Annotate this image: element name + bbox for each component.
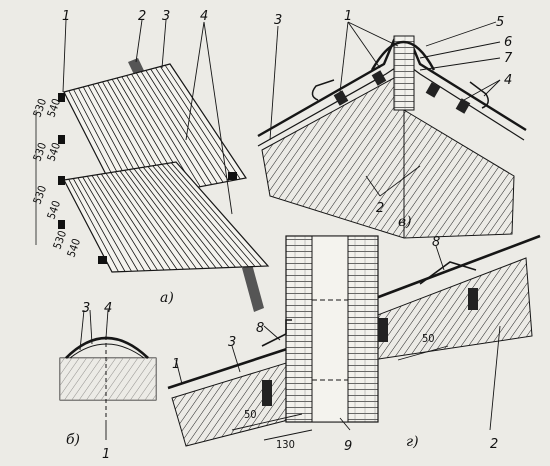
dim-540-3: 540 — [45, 199, 64, 221]
label-8-g-upper: 8 — [432, 235, 440, 250]
purlin-lower — [242, 264, 264, 312]
battens-v — [333, 70, 471, 114]
label-1-b: 1 — [102, 447, 110, 462]
label-2-a: 2 — [138, 9, 146, 24]
caption-g: г) — [406, 434, 419, 450]
dim-540-1: 540 — [45, 97, 64, 119]
nail-markers — [58, 93, 237, 264]
dim-530-4: 530 — [51, 229, 70, 251]
panel-v-ridge: 3 1 5 6 7 4 2 в) — [257, 9, 527, 239]
label-3-g: 3 — [228, 335, 236, 350]
label-1-v: 1 — [344, 9, 352, 24]
label-7-v: 7 — [504, 51, 513, 66]
rafter-lower-g — [171, 359, 297, 447]
ridge-board — [393, 35, 415, 111]
dim-540-4: 540 — [65, 237, 84, 259]
panel-b-section: 3 4 1 б) — [59, 301, 157, 462]
label-3-v: 3 — [274, 13, 282, 28]
caption-v: в) — [398, 214, 412, 230]
dim-530-1: 530 — [31, 97, 50, 119]
panel-a-sheets: 530 540 530 540 530 540 530 540 1 2 3 4 … — [31, 9, 270, 312]
sheet-corrugation-top — [68, 65, 241, 202]
label-1-g: 1 — [172, 357, 180, 372]
label-2-v: 2 — [376, 201, 384, 216]
dim-540-2: 540 — [45, 141, 64, 163]
rafter-upper-g — [369, 257, 533, 361]
dim-50-upper: 50 — [422, 332, 435, 345]
chimney-flue — [311, 235, 349, 423]
battens-g — [262, 288, 478, 406]
label-8-g-lower: 8 — [256, 321, 264, 336]
label-9-g: 9 — [344, 439, 352, 454]
label-4-b: 4 — [104, 301, 112, 316]
label-5-v: 5 — [496, 15, 504, 30]
label-1-a: 1 — [62, 9, 70, 24]
label-3-b: 3 — [82, 301, 90, 316]
ridge-cap-b — [65, 336, 149, 359]
flashing-upper — [419, 261, 477, 285]
ridge-cap — [370, 41, 436, 71]
upper-sheet — [63, 63, 248, 203]
sheet-dimensions: 530 540 530 540 530 540 530 540 — [31, 97, 84, 259]
caption-b: б) — [66, 432, 80, 448]
hook-left — [311, 79, 335, 101]
panel-g-chimney: 50 130 50 1 3 8 8 9 2 г) — [167, 234, 541, 454]
label-2-g: 2 — [490, 437, 498, 452]
flashing-lower — [261, 319, 292, 347]
label-6-v: 6 — [504, 35, 512, 50]
caption-a: а) — [160, 290, 174, 306]
sheet-corrugation-bottom — [68, 162, 262, 272]
label-3-a: 3 — [162, 9, 170, 24]
label-4-v: 4 — [504, 73, 512, 88]
dim-530-2: 530 — [31, 141, 50, 163]
dim-530-3: 530 — [31, 184, 50, 206]
lower-sheet — [63, 161, 270, 273]
dim-50-lower: 50 — [244, 408, 257, 421]
dim-130: 130 — [276, 438, 295, 451]
label-4-a: 4 — [200, 9, 208, 24]
rafter-right — [403, 109, 515, 239]
